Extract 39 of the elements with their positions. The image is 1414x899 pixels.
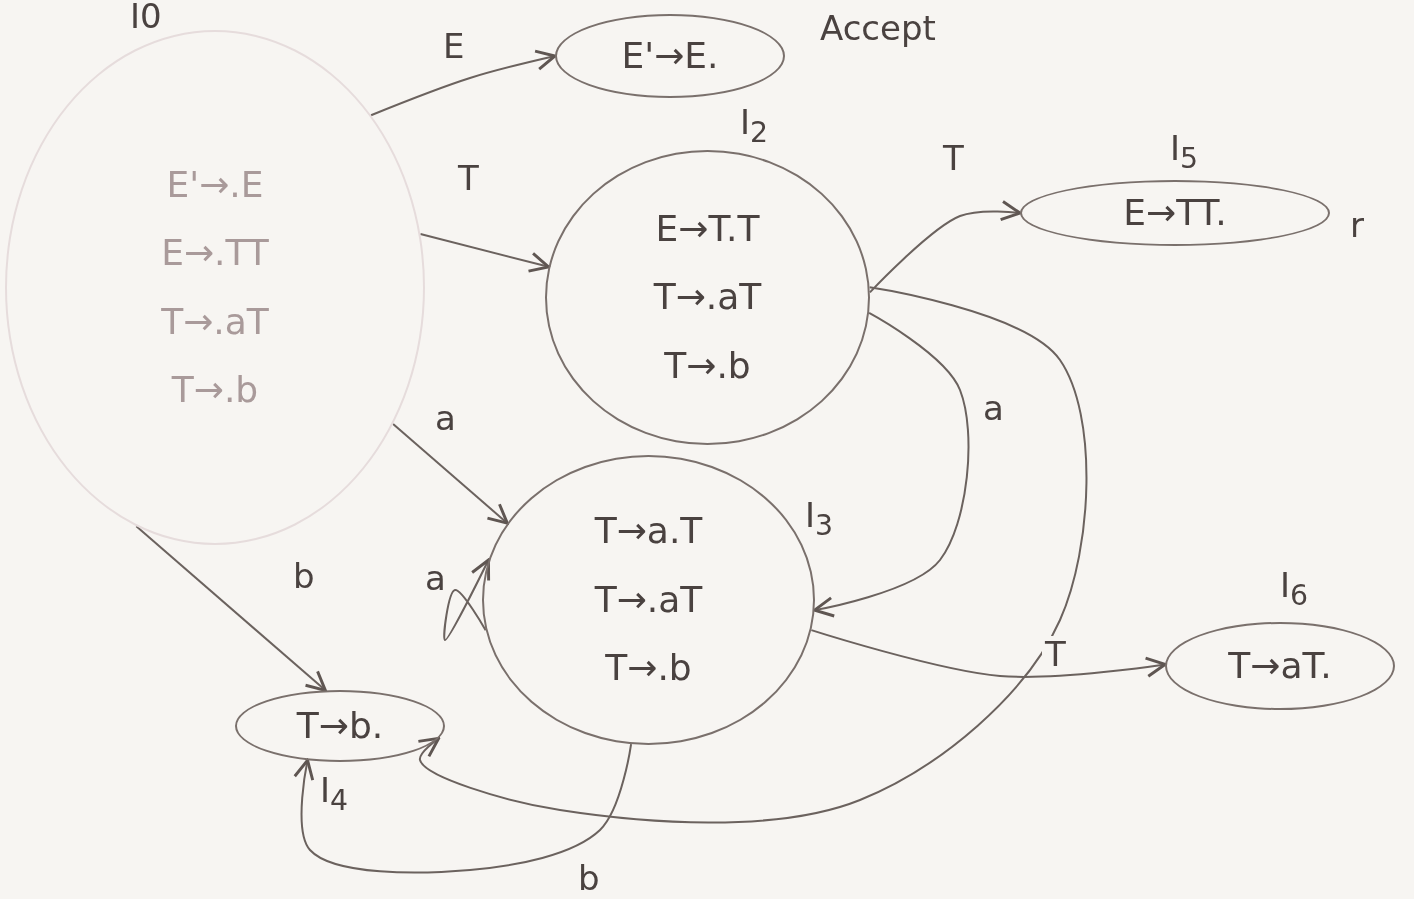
production-item: T→.b: [605, 646, 692, 691]
state-label: I$_{3}$: [805, 495, 834, 542]
transition-arrow: [416, 286, 1088, 824]
production-item: E→.TT: [161, 231, 269, 276]
production-item: T→b.: [296, 703, 384, 748]
production-item: E'→.E: [166, 162, 264, 207]
production-item: T→.aT: [594, 577, 703, 622]
state-ellipse: [1165, 622, 1395, 710]
state-label: r: [1350, 205, 1364, 245]
production-item: T→a.T: [594, 509, 703, 554]
production-item: E→TT.: [1123, 190, 1227, 235]
state-label: I$_{6}$: [1280, 565, 1309, 612]
transition-arrow: [135, 525, 327, 692]
state-ellipse: [5, 30, 425, 545]
production-item: E→T.T: [655, 206, 760, 251]
state-label: I0: [130, 0, 162, 36]
transition-arrow: [370, 49, 557, 117]
transition-arrow: [419, 232, 550, 273]
state-ellipse: [235, 690, 445, 762]
state-label: I$_{5}$: [1170, 128, 1199, 175]
transition-arrow: [443, 558, 491, 641]
state-ellipse: [555, 14, 785, 98]
production-item: T→.b: [171, 367, 259, 412]
production-item: E'→E.: [621, 33, 719, 78]
state-ellipse: [482, 455, 815, 745]
state-label: I$_{2}$: [740, 102, 769, 149]
production-item: T→aT.: [1228, 643, 1332, 688]
state-label: Accept: [820, 8, 936, 48]
state-ellipse: [1020, 180, 1330, 246]
transition-arrow: [813, 311, 970, 618]
transition-arrow: [810, 629, 1167, 678]
state-label: I$_{4}$: [320, 770, 349, 817]
production-item: T→.aT: [161, 299, 269, 344]
production-item: T→.b: [664, 343, 751, 388]
transition-arrow: [392, 422, 509, 525]
production-item: T→.aT: [653, 275, 762, 320]
state-ellipse: [545, 150, 870, 445]
transition-arrow: [293, 743, 633, 874]
transition-arrow: [868, 200, 1022, 294]
